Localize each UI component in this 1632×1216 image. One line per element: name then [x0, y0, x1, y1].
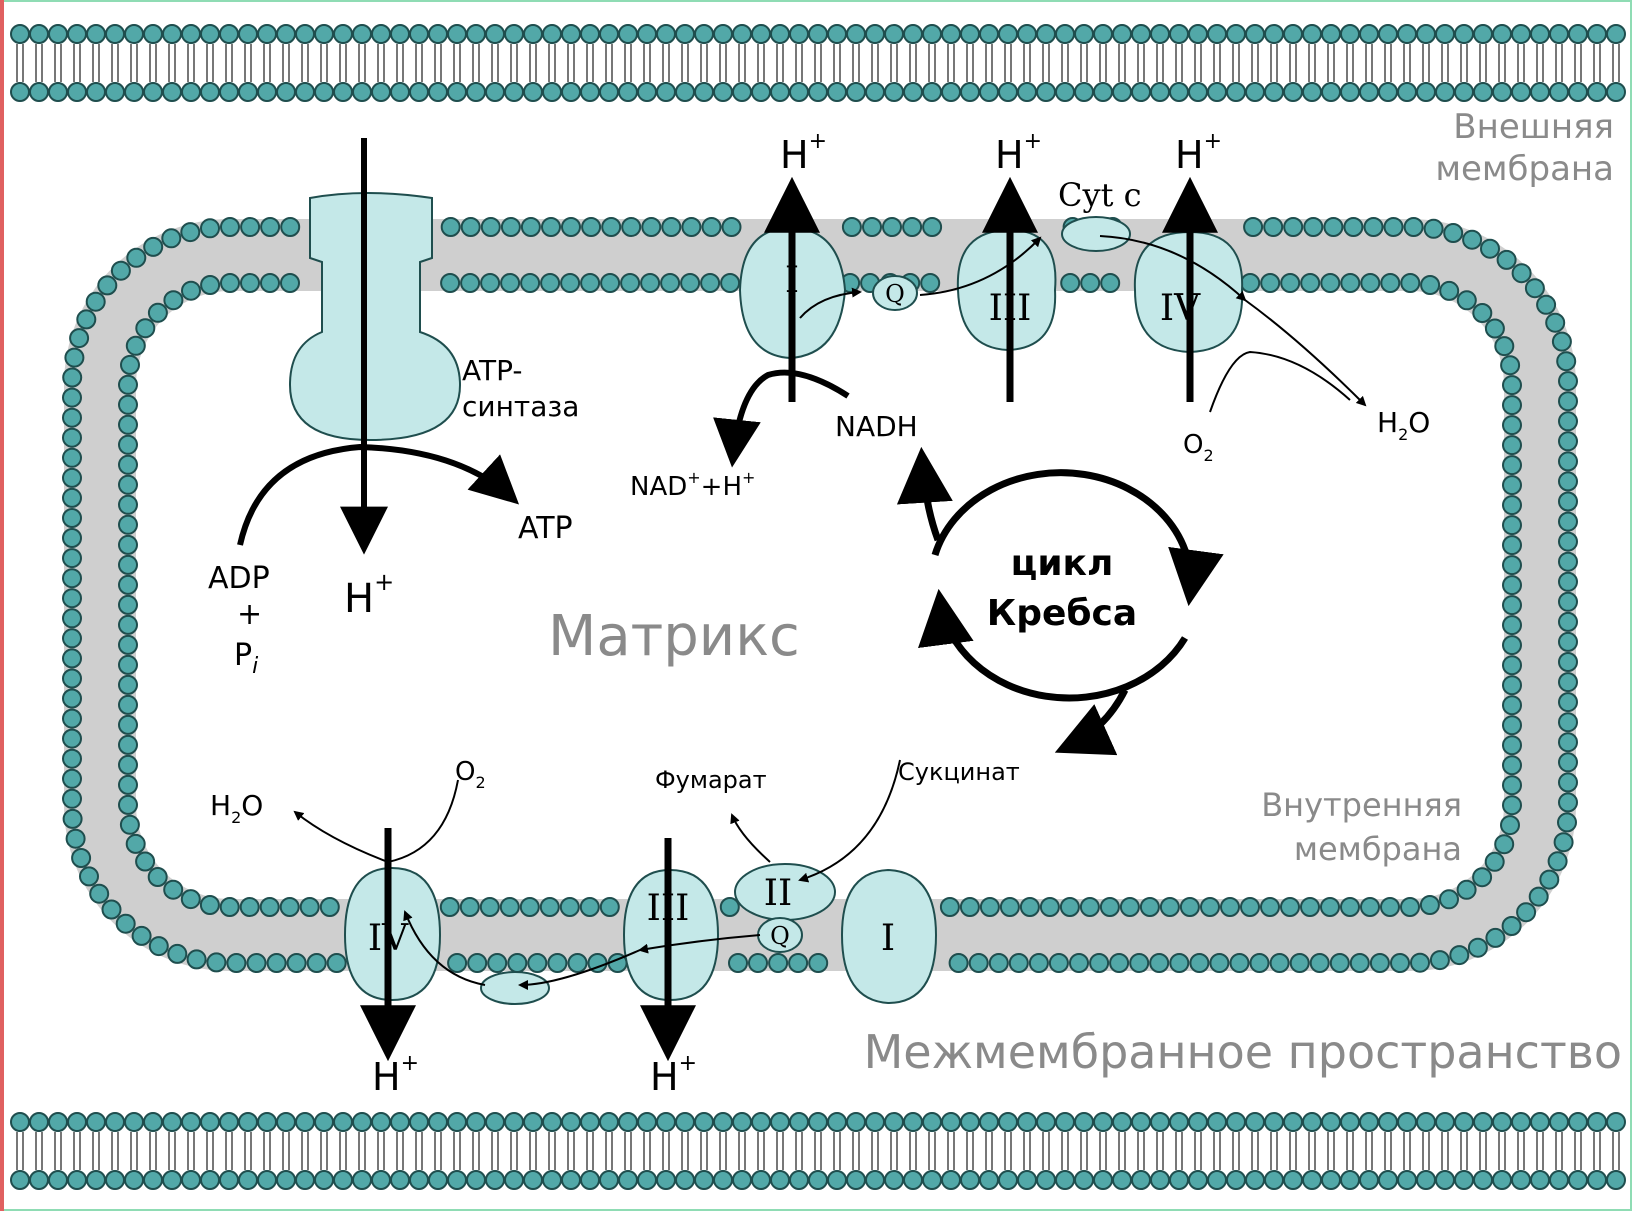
frame-left-edge	[0, 0, 4, 1211]
